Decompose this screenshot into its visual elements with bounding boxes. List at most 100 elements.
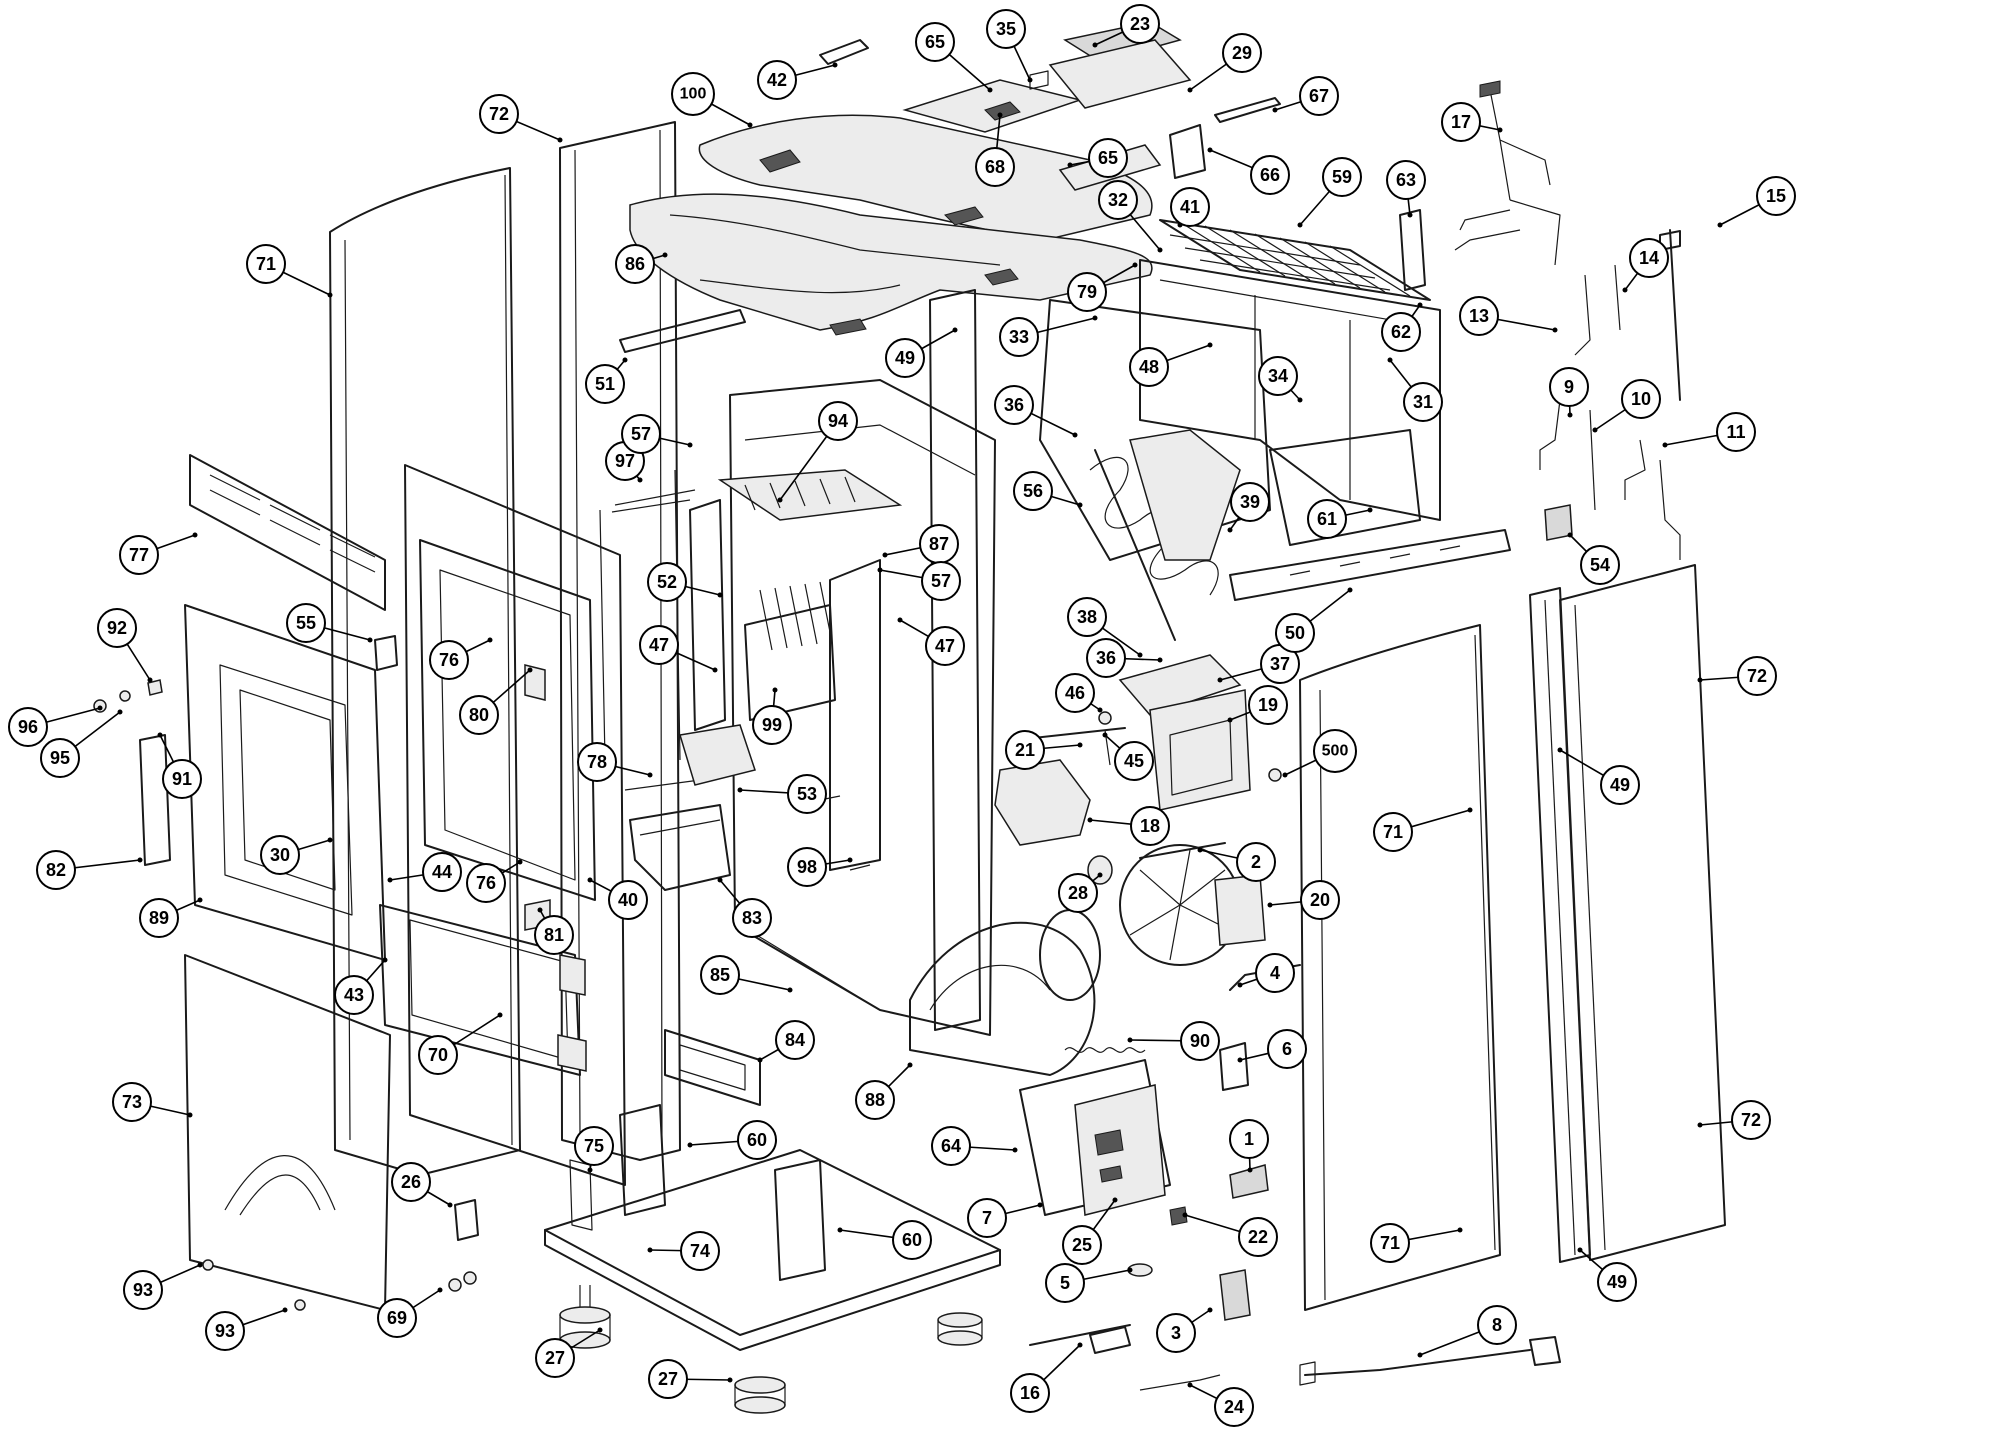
callout-18: 18 <box>1087 806 1170 846</box>
leader-tip <box>717 592 723 598</box>
callout-64: 64 <box>931 1126 1018 1166</box>
leader-tip <box>1577 1247 1583 1253</box>
callout-79: 79 <box>1067 262 1138 312</box>
callout-67: 67 <box>1272 76 1339 116</box>
rail-50 <box>1229 529 1511 601</box>
auger-screw-56 <box>1089 429 1241 641</box>
callout-number: 66 <box>1260 165 1280 185</box>
glass-frame-76 <box>419 539 596 901</box>
callout-number: 11 <box>1726 422 1745 442</box>
leader-tip <box>1387 357 1393 363</box>
box-3 <box>1219 1269 1251 1321</box>
callout-bubble <box>818 401 858 441</box>
callout-bubble <box>1130 806 1170 846</box>
callout-number: 72 <box>1741 1110 1761 1130</box>
callout-bubble <box>967 1198 1007 1238</box>
callout-bubble <box>732 898 772 938</box>
leader-tip <box>117 709 123 715</box>
callout-number: 36 <box>1004 395 1024 415</box>
callout-9: 9 <box>1549 367 1589 418</box>
callout-number: 49 <box>1607 1272 1627 1292</box>
leader-tip <box>1097 872 1103 878</box>
callout-bubble <box>757 60 797 100</box>
callout-40: 40 <box>587 877 648 920</box>
callout-number: 96 <box>18 717 38 737</box>
callout-81: 81 <box>534 907 574 955</box>
callout-68: 68 <box>975 112 1015 187</box>
callout-number: 72 <box>1747 666 1767 686</box>
callout-bubble <box>1214 1387 1254 1427</box>
plate-84 <box>664 1029 761 1106</box>
callout-51: 51 <box>585 357 628 404</box>
callout-number: 5 <box>1060 1273 1070 1293</box>
callout-number: 18 <box>1140 816 1160 836</box>
callout-number: 26 <box>401 1172 421 1192</box>
callout-number: 74 <box>690 1241 710 1261</box>
callout-number: 75 <box>584 1136 604 1156</box>
top-cover-lower <box>629 193 1153 331</box>
callout-500: 500 <box>1282 729 1357 778</box>
callout-bubble <box>1597 1262 1637 1302</box>
callout-31: 31 <box>1387 357 1443 422</box>
callout-number: 19 <box>1258 695 1278 715</box>
callout-bubble <box>1086 638 1126 678</box>
sensor-9 <box>1539 399 1561 470</box>
power-cord-8 <box>1304 1336 1561 1376</box>
leader-tip <box>1697 1122 1703 1128</box>
callout-bubble <box>1062 1225 1102 1265</box>
callout-number: 53 <box>797 784 817 804</box>
leader-tip <box>1132 262 1138 268</box>
leader-tip <box>1717 222 1723 228</box>
callout-21: 21 <box>1005 730 1083 770</box>
callout-65: 65 <box>915 22 993 93</box>
leader-tip <box>757 1057 763 1063</box>
callout-number: 93 <box>133 1280 153 1300</box>
callout-bubble <box>1098 180 1138 220</box>
callout-83: 83 <box>717 877 772 938</box>
callout-7: 7 <box>967 1198 1043 1238</box>
callout-number: 81 <box>544 925 564 945</box>
callout-number: 60 <box>902 1230 922 1250</box>
leader-tip <box>1247 1167 1253 1173</box>
callout-32: 32 <box>1098 180 1163 253</box>
callout-bubble <box>1299 76 1339 116</box>
callout-number: 35 <box>996 19 1016 39</box>
callout-bubble <box>1170 187 1210 227</box>
side-panel-curved-left <box>329 167 521 1176</box>
callout-number: 76 <box>476 873 496 893</box>
callout-88: 88 <box>855 1062 913 1120</box>
callout-99: 99 <box>752 687 792 745</box>
base-frame-85 <box>739 924 881 1011</box>
callout-number: 40 <box>618 890 638 910</box>
leader-tip <box>282 1307 288 1313</box>
leader-tip <box>1187 1382 1193 1388</box>
callout-54: 54 <box>1567 532 1620 585</box>
callout-number: 61 <box>1317 509 1337 529</box>
leader-tip <box>1092 42 1098 48</box>
callout-90: 90 <box>1127 1021 1220 1061</box>
rear-housing-31 <box>1139 259 1441 521</box>
callout-44: 44 <box>387 852 462 892</box>
leader-tip <box>1077 1342 1083 1348</box>
leader-tip <box>737 787 743 793</box>
callout-33: 33 <box>999 315 1098 357</box>
callout-bubble <box>119 535 159 575</box>
callout-74: 74 <box>647 1231 720 1271</box>
spring-90 <box>1064 1047 1146 1053</box>
callout-bubble <box>1386 160 1426 200</box>
leader-tip <box>1697 677 1703 683</box>
callout-49: 49 <box>1577 1247 1637 1302</box>
callout-62: 62 <box>1381 302 1423 352</box>
leader-tip <box>1237 1057 1243 1063</box>
leader-tip <box>787 987 793 993</box>
callout-89: 89 <box>139 897 203 938</box>
callout-94: 94 <box>777 401 858 503</box>
callout-bubble <box>1322 157 1362 197</box>
callout-bubble <box>479 94 519 134</box>
callout-bubble <box>648 1359 688 1399</box>
callout-4: 4 <box>1237 953 1295 993</box>
ash-drawer-70 <box>379 904 581 1076</box>
callout-number: 57 <box>931 571 951 591</box>
